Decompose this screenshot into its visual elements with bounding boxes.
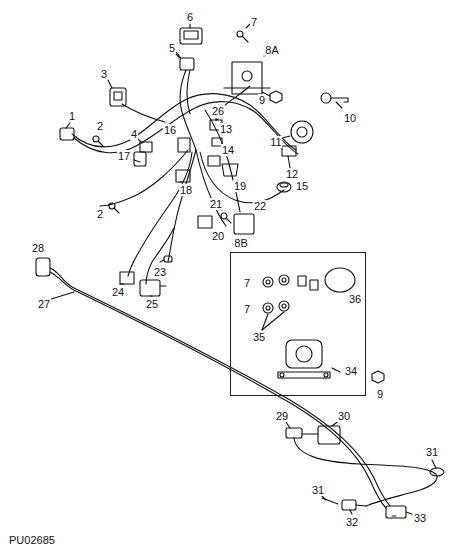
callout-number: 14 [221,144,235,156]
callout-number: 7 [243,303,251,315]
part-18-connector [176,170,190,182]
callout-number: 2 [96,208,104,220]
callout-number: 8A [264,44,279,56]
callout-number: 16 [163,124,177,136]
part-7-screw [237,24,250,42]
callout-number: 7 [250,16,258,28]
part-2-screw [93,136,103,146]
callout-number: 21 [209,198,223,210]
part-1-connector [60,123,74,140]
part-11-ignition-switch [282,121,313,143]
callout-number: 12 [285,168,299,180]
part-17-connector [134,152,146,166]
callout-number: 26 [211,105,225,117]
part-4-connector [138,139,152,152]
callout-number: 29 [275,410,289,422]
part-12-connector [282,146,296,156]
callout-number: 9 [376,388,384,400]
callout-number: 33 [413,512,427,524]
callout-number: 25 [145,298,159,310]
callout-number: 9 [258,94,266,106]
part-2b-screw [109,203,119,213]
part-20-connector [198,216,212,228]
kit-8b-parts [262,268,355,378]
callout-number: 30 [337,410,351,422]
part-24-connector [120,272,134,284]
callout-number: 35 [252,331,266,343]
callout-number: 1 [68,110,76,122]
callout-number: 32 [345,516,359,528]
callout-number: 28 [31,242,45,254]
part-10-key [321,93,348,108]
callout-number: 23 [153,266,167,278]
part-5-connector [176,52,194,70]
part-14-connector [208,156,220,166]
harness-29 [286,426,444,510]
part-15-grommet [277,182,291,192]
callout-number: 13 [219,123,233,135]
kit-number: 8B [233,237,248,249]
callout-number: 6 [186,11,194,23]
part-22-relay [234,214,254,234]
part-8a-relay [224,54,270,94]
part-23-terminal [164,256,172,262]
part-25-switch [140,280,166,296]
part-9b-nut [372,371,384,383]
callout-number: 18 [179,184,193,196]
callout-number: 5 [168,42,176,54]
callout-number: 24 [111,286,125,298]
callout-number: 19 [233,180,247,192]
leader-lines [120,24,436,516]
part-16-connector [178,138,190,152]
callout-number: 4 [130,128,138,140]
callout-number: 20 [211,230,225,242]
callout-number: 2 [96,120,104,132]
callout-number: 36 [348,293,362,305]
harness-27 [36,258,412,518]
callout-number: 10 [343,112,357,124]
callout-number: 7 [243,277,251,289]
figure-code: PU02685 [8,534,56,546]
callout-number: 31 [425,446,439,458]
kit-box: 8B77363534 [230,252,366,396]
part-6-switch [180,28,202,44]
callout-number: 17 [117,150,131,162]
callout-number: 15 [295,180,309,192]
callout-number: 22 [253,200,267,212]
callout-number: 31 [311,484,325,496]
callout-number: 34 [344,365,358,377]
callout-number: 27 [37,298,51,310]
part-19-clip [222,164,238,176]
callout-number: 11 [269,136,282,148]
part-21-screw [221,213,231,223]
part-3-connector [108,80,126,106]
callout-number: 3 [100,68,108,80]
